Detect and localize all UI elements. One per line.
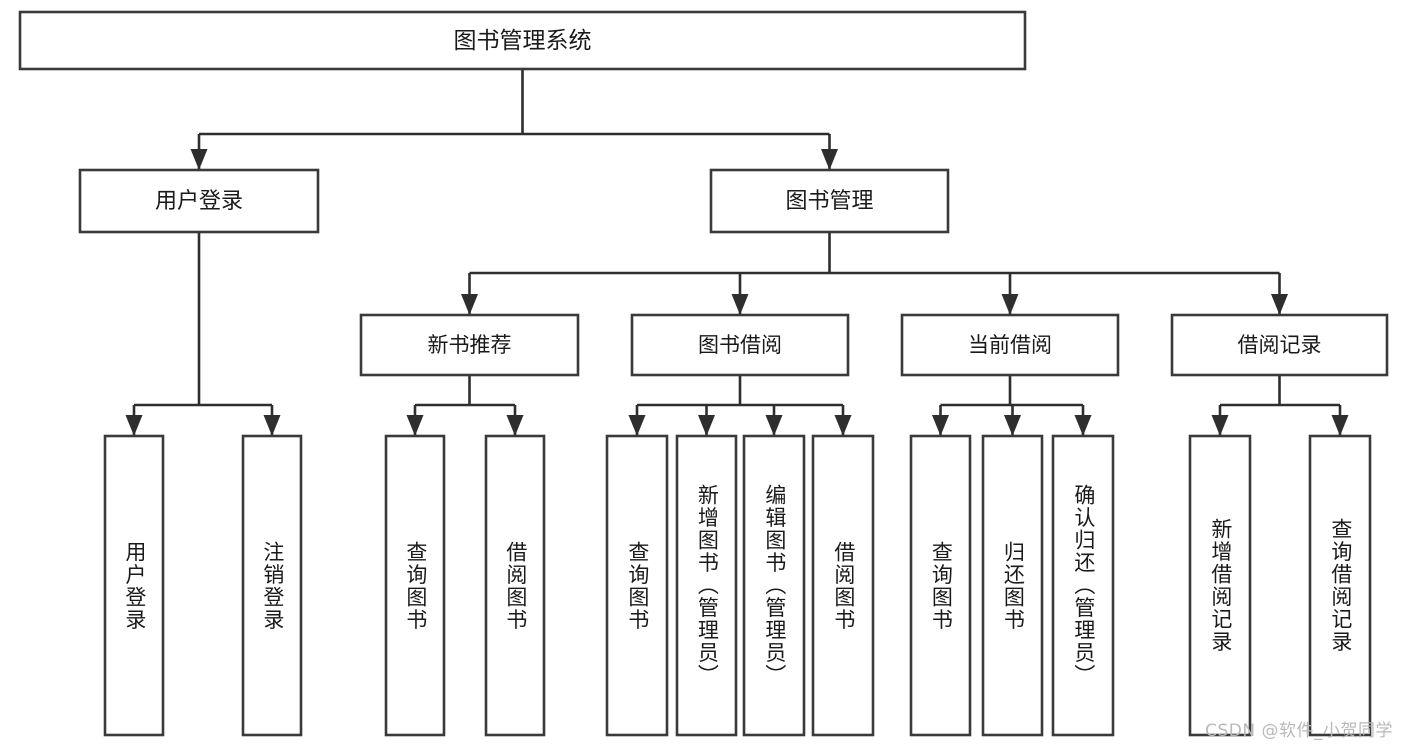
arrowhead-l3-borrow-record: [1271, 294, 1288, 315]
arrowhead-l3-book-borrow: [731, 294, 749, 315]
arrowhead-leaf-add-book: [698, 415, 715, 436]
node-box-leaf-add-book[interactable]: [675, 434, 738, 737]
node-box-l3-book-borrow[interactable]: [630, 313, 850, 377]
node-box-leaf-return-book[interactable]: [981, 434, 1044, 737]
node-label-l3-current-borrow: 当前借阅: [968, 333, 1052, 357]
arrowhead-leaf-return-book: [1004, 415, 1021, 436]
arrowhead-leaf-logout: [263, 415, 281, 436]
node-label-l2-book-manage: 图书管理: [785, 189, 873, 214]
arrowhead-leaf-query-book-new: [406, 415, 424, 436]
node-box-leaf-borrow-book-new[interactable]: [484, 434, 546, 737]
node-box-layer: [18, 10, 1389, 737]
node-box-root[interactable]: [18, 10, 1027, 71]
node-label-l3-new-book: 新书推荐: [428, 333, 512, 357]
node-box-leaf-logout[interactable]: [241, 434, 303, 737]
node-box-l3-borrow-record[interactable]: [1170, 313, 1389, 377]
arrowhead-l3-new-book: [461, 294, 478, 315]
node-box-leaf-query-book-current[interactable]: [909, 434, 972, 737]
arrowhead-leaf-query-book-borrow: [628, 415, 646, 436]
arrowhead-leaf-confirm-return: [1074, 415, 1092, 436]
arrowhead-l3-current-borrow: [1001, 294, 1019, 315]
connector-layer: [125, 69, 1349, 436]
node-box-l3-new-book[interactable]: [359, 313, 580, 377]
node-label-l3-borrow-record: 借阅记录: [1238, 333, 1322, 357]
node-box-l3-current-borrow[interactable]: [900, 313, 1120, 377]
node-box-leaf-edit-book[interactable]: [742, 434, 806, 737]
node-box-l2-book-manage[interactable]: [709, 168, 950, 234]
arrowhead-leaf-add-record: [1211, 415, 1229, 436]
arrowhead-leaf-borrow-book: [834, 415, 852, 436]
arrowhead-l2-book-manage: [821, 149, 838, 170]
node-label-l2-user-login: 用户登录: [155, 189, 243, 214]
arrowhead-leaf-borrow-book-new: [506, 415, 524, 436]
node-box-leaf-borrow-book[interactable]: [811, 434, 875, 737]
watermark-text: CSDN @软件_小贺同学: [1205, 721, 1393, 741]
node-box-leaf-query-record[interactable]: [1308, 434, 1372, 737]
node-box-leaf-query-book-new[interactable]: [384, 434, 446, 737]
node-box-l2-user-login[interactable]: [78, 168, 320, 234]
arrowhead-leaf-query-book-current: [932, 415, 949, 436]
arrowhead-leaf-user-login: [125, 415, 143, 436]
arrowhead-leaf-edit-book: [765, 415, 783, 436]
node-label-l3-book-borrow: 图书借阅: [698, 333, 782, 357]
node-box-leaf-query-book-borrow[interactable]: [605, 434, 669, 737]
node-box-leaf-confirm-return[interactable]: [1051, 434, 1115, 737]
node-label-root: 图书管理系统: [454, 28, 592, 54]
node-box-leaf-user-login[interactable]: [103, 434, 165, 737]
arrowhead-l2-user-login: [190, 149, 208, 170]
node-box-leaf-add-record[interactable]: [1188, 434, 1252, 737]
arrowhead-leaf-query-record: [1331, 415, 1349, 436]
